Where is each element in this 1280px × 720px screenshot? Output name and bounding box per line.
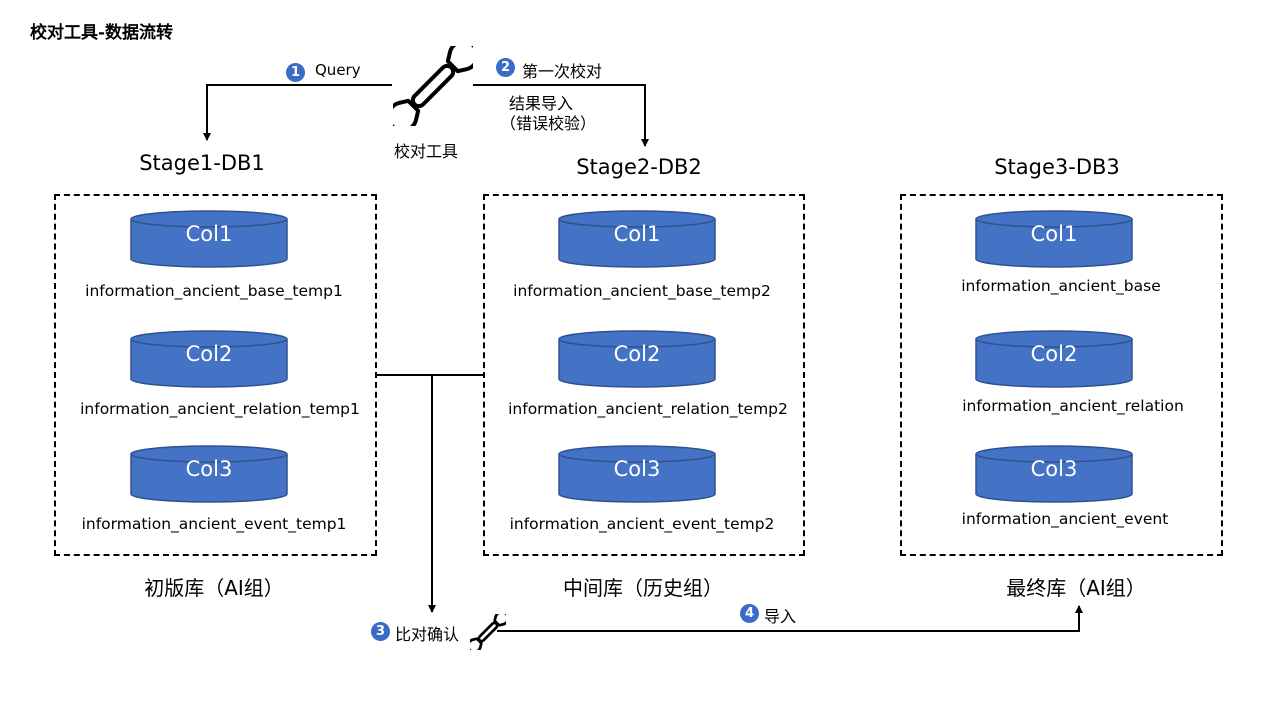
stage1-col1-label: Col1 bbox=[185, 222, 233, 246]
step-4-badge: 4 bbox=[740, 604, 759, 623]
step-2-badge: 2 bbox=[496, 58, 515, 77]
stage1-col2-label: Col2 bbox=[185, 342, 233, 366]
stage2-col3-cylinder: Col3 bbox=[558, 445, 716, 503]
stage3-caption: 最终库（AI组） bbox=[1006, 576, 1146, 600]
first-check-arrow bbox=[473, 84, 649, 147]
stage1-col3-cylinder: Col3 bbox=[130, 445, 288, 503]
stage3-col1-name: information_ancient_base bbox=[961, 277, 1161, 295]
stage3-col3-label: Col3 bbox=[1030, 457, 1078, 481]
stage1-col1-name: information_ancient_base_temp1 bbox=[85, 282, 343, 300]
tool-label: 校对工具 bbox=[394, 142, 459, 161]
stage2-col2-label: Col2 bbox=[613, 342, 661, 366]
stage1-caption: 初版库（AI组） bbox=[144, 576, 284, 600]
stage2-col1-cylinder: Col1 bbox=[558, 210, 716, 268]
stage1-col3-label: Col3 bbox=[185, 457, 233, 481]
page-title: 校对工具-数据流转 bbox=[30, 23, 174, 43]
step-3-label: 比对确认 bbox=[395, 625, 460, 644]
stage2-col3-name: information_ancient_event_temp2 bbox=[509, 515, 775, 533]
wrench-icon bbox=[386, 39, 480, 133]
stage3-col2-name: information_ancient_relation bbox=[962, 397, 1184, 415]
stage2-caption: 中间库（历史组） bbox=[563, 576, 723, 600]
stage2-title: Stage2-DB2 bbox=[576, 155, 702, 179]
stage3-col1-label: Col1 bbox=[1030, 222, 1078, 246]
stage1-col2-cylinder: Col2 bbox=[130, 330, 288, 388]
stage2-col2-cylinder: Col2 bbox=[558, 330, 716, 388]
step-1-label: Query bbox=[315, 61, 361, 79]
stage3-title: Stage3-DB3 bbox=[994, 155, 1120, 179]
import-note-line1: 结果导入 bbox=[509, 94, 574, 113]
import-arrow bbox=[497, 605, 1083, 632]
step-1-badge: 1 bbox=[286, 63, 305, 82]
stage2-db-box bbox=[483, 194, 805, 556]
step-2-label: 第一次校对 bbox=[522, 62, 603, 81]
stage3-col2-label: Col2 bbox=[1030, 342, 1078, 366]
step-4-label: 导入 bbox=[764, 607, 797, 626]
stage1-db-box bbox=[54, 194, 377, 556]
stage2-col3-label: Col3 bbox=[613, 457, 661, 481]
stage3-col3-name: information_ancient_event bbox=[961, 510, 1169, 528]
small-wrench-icon bbox=[466, 610, 510, 654]
stage3-col2-cylinder: Col2 bbox=[975, 330, 1133, 388]
stage2-col1-name: information_ancient_base_temp2 bbox=[513, 282, 771, 300]
query-arrow bbox=[203, 84, 392, 141]
stage1-col1-cylinder: Col1 bbox=[130, 210, 288, 268]
stage3-col1-cylinder: Col1 bbox=[975, 210, 1133, 268]
import-note-line2: （错误校验） bbox=[500, 114, 597, 133]
stage2-col2-name: information_ancient_relation_temp2 bbox=[508, 400, 788, 418]
stage1-title: Stage1-DB1 bbox=[139, 151, 265, 175]
stage3-col3-cylinder: Col3 bbox=[975, 445, 1133, 503]
stage1-col2-name: information_ancient_relation_temp1 bbox=[80, 400, 360, 418]
step-3-badge: 3 bbox=[371, 622, 390, 641]
stage2-col1-label: Col1 bbox=[613, 222, 661, 246]
stage1-col3-name: information_ancient_event_temp1 bbox=[81, 515, 347, 533]
stage3-db-box bbox=[900, 194, 1223, 556]
